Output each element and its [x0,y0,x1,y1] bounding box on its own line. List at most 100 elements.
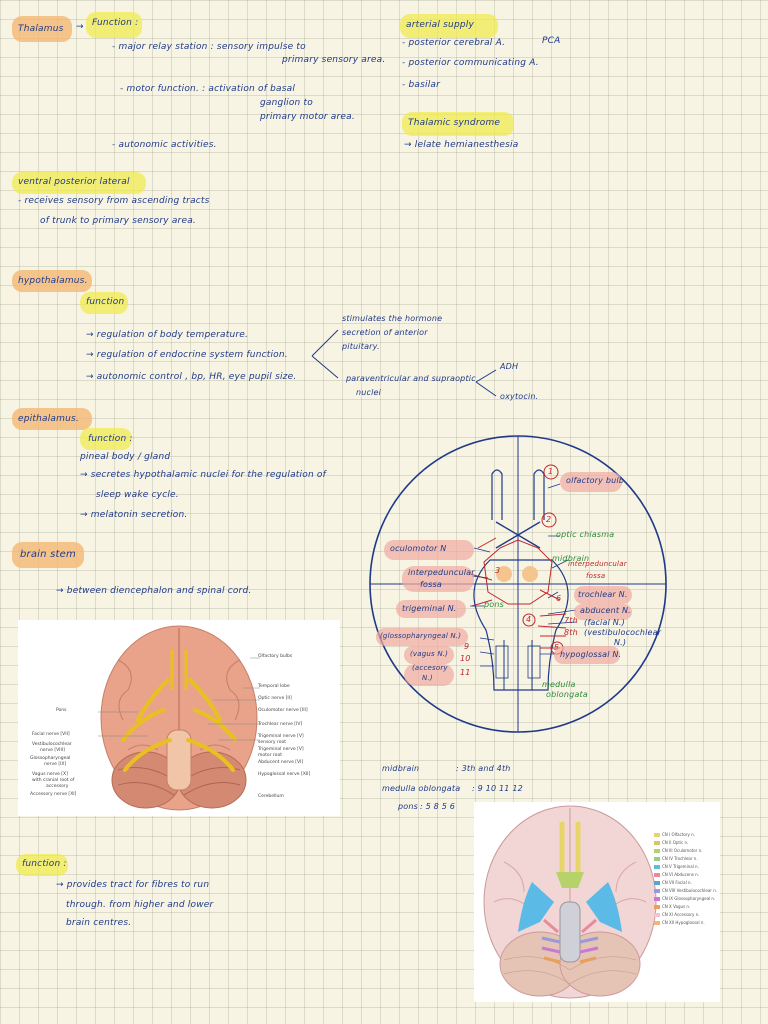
summary-key: midbrain [382,764,420,773]
fig1-label: Vagus nerve [X] [32,772,68,777]
syndrome-item: → lelate hemianesthesia [404,140,519,150]
legend-item: CN II Optic n. [654,840,688,845]
label-bg [402,566,474,592]
fig1-label: Glossopharyngeal [30,756,71,761]
thalamus-item: ganglion to [260,98,313,108]
diagram-num: 1 [548,467,554,476]
thalamus-item: primary sensory area. [282,55,386,65]
diagram-label: optic chiasma [556,530,615,539]
fig1-label: Temporal lobe [258,684,290,689]
diagram-num: 6 [556,594,562,603]
thalamus-item: primary motor area. [260,112,355,122]
fig1-label: Trigeminal nerve [V] [258,734,304,739]
diagram-label: medulla [542,680,576,689]
hypo-branch: nuclei [356,388,382,397]
legend: CN I Olfactory n. CN II Optic n. CN III … [654,832,720,932]
function2-highlight [16,854,68,876]
diagram-label: N.) [422,674,433,682]
fig1-label: nerve [VIII] [40,748,65,753]
legend-swatch [654,881,660,885]
fig1-label: sensory root [258,740,287,745]
epithalamus-title: epithalamus. [18,414,79,424]
diagram-num: 9 [464,642,470,651]
legend-item: CN X Vagus n. [654,904,690,909]
cranial-nerves-illustration [483,805,657,999]
vpl-title: ventral posterior lateral [18,177,130,187]
hormone: oxytocin. [500,392,539,401]
legend-item: CN VI Abducens n. [654,872,699,877]
label-bg [404,664,454,686]
fig1-label: Abducent nerve [VI] [258,760,304,765]
label-bg [396,600,466,618]
diagram-label: (facial N.) [584,618,625,627]
diagram-label: oculomotor N [390,544,447,553]
legend-item: CN VII Facial n. [654,880,692,885]
fig1-label: Hypoglossal nerve [XII] [258,772,311,777]
brain-inferior-figure: Olfactory bulbs Temporal lobe Optic nerv… [18,620,340,816]
label-bg [554,646,620,664]
hypo-item: → regulation of endocrine system functio… [86,350,288,360]
vpl-line: - receives sensory from ascending tracts [18,196,210,206]
hypo-branch: stimulates the hormone [342,314,443,323]
epi-item: → melatonin secretion. [80,510,188,520]
label-bg [384,540,474,560]
summary-value: : 9 10 11 12 [472,784,523,793]
function2-line: → provides tract for fibres to run [56,880,210,890]
arterial-highlight [400,14,498,38]
vpl-line: of trunk to primary sensory area. [40,216,196,226]
fig1-label: Accessory nerve [XI] [30,792,77,797]
cranial-nerves-figure: CN I Olfactory n. CN II Optic n. CN III … [474,802,720,1002]
function2-line: brain centres. [66,918,132,928]
label-bg [404,646,454,664]
epi-function: function : [88,434,133,444]
arterial-item: PCA [542,36,561,46]
diagram-label: (vestibulocochlear [584,628,662,637]
arterial-item: - basilar [402,80,441,90]
diagram-label: trigeminal N. [402,604,457,613]
diagram-label: interpeduncular [408,568,475,577]
diagram-label: midbrain [552,554,590,563]
epi-item: → secretes hypothalamic nuclei for the r… [80,470,326,480]
hypo-function: function [86,297,125,307]
brainstem-highlight [12,542,84,568]
diagram-num: 4 [526,615,532,624]
diagram-label: interpeduncular [568,560,627,568]
hormone: ADH [500,362,519,371]
epi-item: sleep wake cycle. [96,490,179,500]
diagram-label: (vagus N.) [410,650,449,658]
diagram-label: hypoglossal N. [560,650,622,659]
diagram-label: (accesory [412,664,448,672]
fig1-label: Trigeminal nerve [V] [258,747,304,752]
legend-swatch [654,905,660,909]
fig1-label: Pons [56,708,67,713]
summary-value: : 3th and 4th [456,764,511,773]
diagram-label: abducent N. [580,606,631,615]
legend-swatch [654,857,660,861]
syndrome-title: Thalamic syndrome [408,118,501,128]
fig1-label: motor root [258,753,282,758]
hypo-item: → autonomic control , bp, HR, eye pupil … [86,372,297,382]
legend-swatch [654,833,660,837]
hypo-branch: secretion of anterior [342,328,428,337]
epi-function-highlight [80,428,132,450]
legend-swatch [654,841,660,845]
diagram-label: oblongata [546,690,588,699]
legend-item: CN III Oculomotor n. [654,848,702,853]
legend-swatch [654,889,660,893]
thalamus-function-label: Function : [92,18,139,28]
legend-swatch [654,873,660,877]
summary-key: pons [398,802,419,811]
epithalamus-highlight [12,408,92,430]
epi-item: pineal body / gland [80,452,171,462]
thalamus-item: - major relay station : sensory impulse … [112,42,306,52]
diagram-label: pons [484,600,505,609]
fig1-label: Oculomotor nerve [III] [258,708,308,713]
hypo-item: → regulation of body temperature. [86,330,249,340]
legend-item: CN IV Trochlear n. [654,856,698,861]
diagram-num: 11 [460,668,471,677]
diagram-label: trochlear N. [578,590,628,599]
fig1-label: Facial nerve [VII] [32,732,70,737]
diagram-label: 7th [564,616,578,625]
